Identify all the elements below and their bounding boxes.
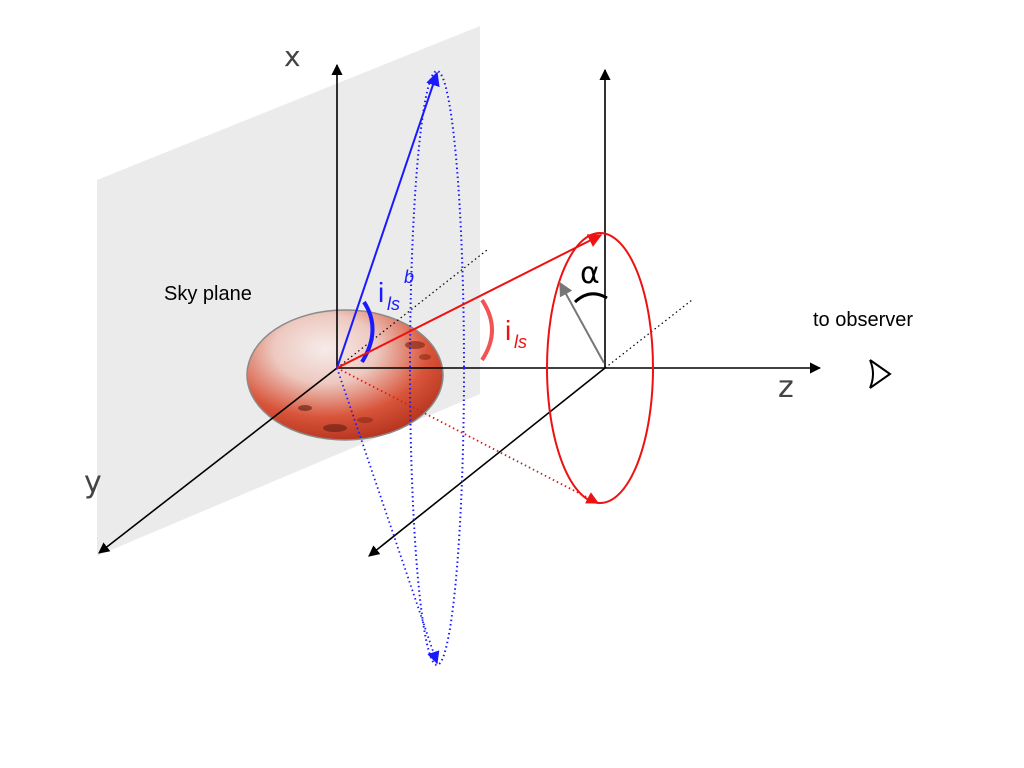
- blue-precession-ellipse: [409, 70, 465, 666]
- red-vector-top: [336, 234, 603, 369]
- i-ls-b-subscript: ls: [387, 294, 400, 314]
- i-ls-b-superscript: b: [404, 267, 414, 287]
- y-axis-line: [98, 367, 338, 554]
- red-precession-ellipse: [546, 232, 654, 504]
- i-ls-b-label: i ls b: [378, 267, 414, 314]
- gray-vector: [559, 281, 605, 364]
- i-ls-b-main: i: [378, 277, 384, 308]
- sky-plane: [97, 26, 480, 556]
- sky-plane-label: Sky plane: [164, 283, 252, 305]
- i-ls-label: i ls: [505, 315, 527, 352]
- alpha-label: α: [580, 256, 600, 291]
- guide-dotted-line: [604, 299, 693, 369]
- eye-icon: [869, 359, 892, 389]
- i-ls-subscript: ls: [514, 332, 527, 352]
- alpha-angle-arc: [573, 292, 608, 304]
- guide-dotted-line: [336, 249, 488, 369]
- blue-vector-top: [336, 71, 440, 369]
- z-axis-label: z: [778, 370, 794, 405]
- i-ls-main: i: [505, 315, 511, 346]
- x-axis-label: x: [284, 40, 301, 73]
- y-prime-axis-line: [368, 367, 606, 557]
- to-observer-label: to observer: [813, 309, 913, 331]
- blue-angle-arc: [360, 300, 375, 364]
- red-angle-arc: [480, 298, 494, 362]
- y-axis-label: y: [84, 465, 102, 500]
- star: [246, 309, 444, 441]
